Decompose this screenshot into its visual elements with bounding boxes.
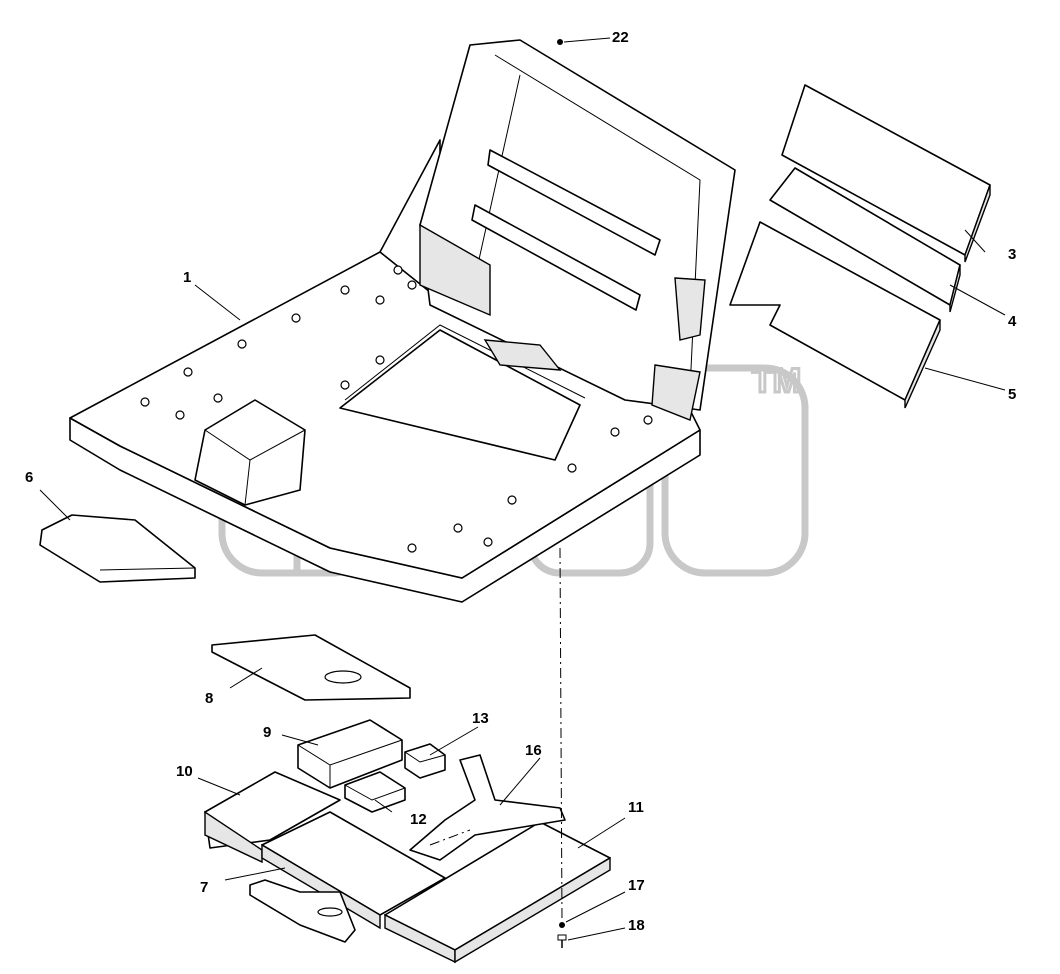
callout-6: 6 <box>25 469 33 486</box>
callout-13: 13 <box>472 710 489 727</box>
callout-17: 17 <box>628 877 645 894</box>
pad-6 <box>39 514 196 583</box>
callout-1: 1 <box>183 269 191 286</box>
block-13 <box>404 743 446 779</box>
washer-17 <box>559 922 565 928</box>
pad-8 <box>211 634 411 701</box>
pad-10 <box>204 771 341 864</box>
callout-11: 11 <box>628 799 644 816</box>
callout-7: 7 <box>200 879 208 896</box>
nut-22 <box>557 39 563 45</box>
bolt-18 <box>557 934 567 948</box>
block-9 <box>297 719 403 789</box>
cab-floor-frame <box>69 39 736 603</box>
leader-lines <box>39 37 1006 941</box>
watermark-trademark: TM <box>752 362 801 400</box>
block-12 <box>344 771 406 813</box>
callout-22: 22 <box>612 29 629 46</box>
pad-11 <box>384 821 611 964</box>
centerline <box>559 547 563 921</box>
panel-3 <box>781 84 991 263</box>
callout-3: 3 <box>1008 246 1016 263</box>
callout-9: 9 <box>263 724 271 741</box>
callout-5: 5 <box>1008 386 1016 403</box>
callout-4: 4 <box>1008 313 1017 330</box>
panel-5 <box>729 221 941 409</box>
callout-18: 18 <box>628 917 645 934</box>
callout-8: 8 <box>205 690 213 707</box>
callout-10: 10 <box>176 763 193 780</box>
callout-12: 12 <box>410 811 427 828</box>
callout-16: 16 <box>525 742 542 759</box>
bottom-plate <box>249 879 356 943</box>
panel-4 <box>769 167 961 313</box>
bracket-16 <box>409 754 566 861</box>
